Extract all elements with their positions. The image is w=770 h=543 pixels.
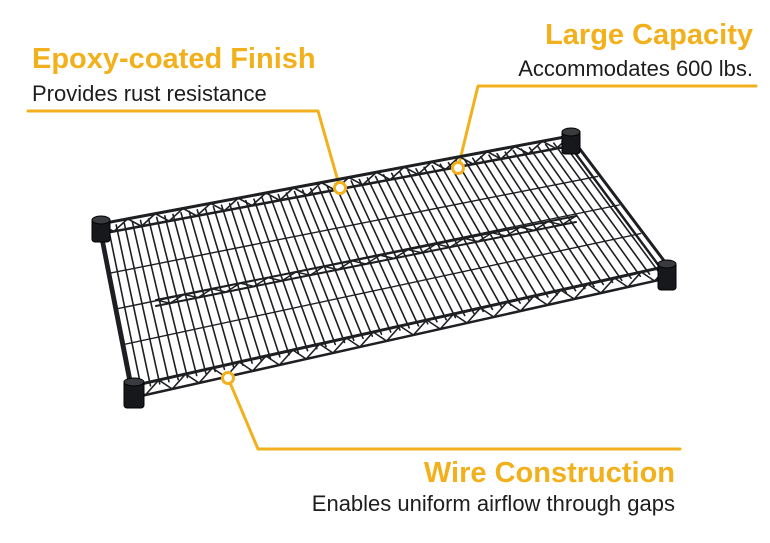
callout-leader-lines <box>26 84 758 451</box>
corner-posts <box>91 127 677 409</box>
left-frame-top <box>98 222 134 388</box>
capacity-description: Accommodates 600 lbs. <box>518 56 753 81</box>
wire-title: Wire Construction <box>423 457 675 489</box>
corner-post-back-right <box>561 127 581 155</box>
corner-post-front-left <box>123 377 145 409</box>
finish-leader-line <box>26 109 342 190</box>
deck-wires <box>107 140 660 389</box>
front-truss <box>131 265 669 396</box>
finish-marker-dot <box>333 181 347 195</box>
wire-leader-line <box>226 376 682 451</box>
left-frame-bottom <box>98 232 134 400</box>
capacity-title: Large Capacity <box>545 19 753 51</box>
cross-wire <box>122 232 642 346</box>
finish-description: Provides rust resistance <box>32 81 267 106</box>
cross-wire <box>108 175 599 275</box>
callout-markers <box>221 161 465 385</box>
wire-shelf <box>98 134 670 400</box>
front-frame-bottom <box>130 276 670 400</box>
corner-post-back-left <box>91 215 111 243</box>
right-frame-top <box>568 134 670 268</box>
center-support-truss <box>155 215 577 307</box>
capacity-marker-dot <box>451 161 465 175</box>
corner-post-front-right <box>657 259 677 291</box>
right-frame-bottom <box>568 144 670 280</box>
wire-marker-dot <box>221 371 235 385</box>
wire-description: Enables uniform airflow through gaps <box>311 491 675 516</box>
capacity-leader-line <box>456 84 758 170</box>
finish-title: Epoxy-coated Finish <box>32 43 316 75</box>
back-frame-top <box>98 134 572 226</box>
